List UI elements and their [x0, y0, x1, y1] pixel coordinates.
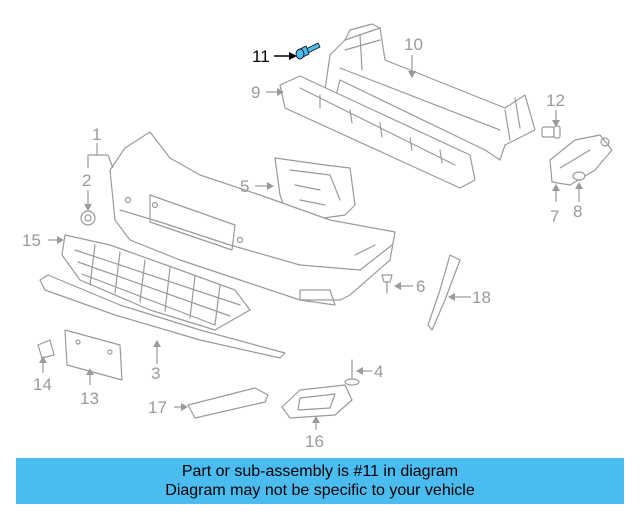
part-2-plug — [80, 210, 96, 226]
callout-15: 15 — [22, 231, 41, 250]
parts-diagram: 11 10 9 12 1 2 5 7 8 15 6 18 3 4 14 13 1… — [22, 23, 613, 451]
callout-18: 18 — [472, 288, 491, 307]
part-7-bracket — [549, 134, 613, 186]
part-5-mount-bracket — [274, 157, 356, 221]
callout-4: 4 — [374, 362, 383, 381]
part-6-push-pin — [381, 274, 393, 294]
callout-10: 10 — [404, 35, 423, 54]
callout-1: 1 — [92, 125, 101, 144]
callout-14: 14 — [33, 375, 52, 394]
banner-line-2: Diagram may not be specific to your vehi… — [165, 482, 475, 499]
callout-2: 2 — [82, 171, 91, 190]
callout-3: 3 — [151, 364, 160, 383]
part-11-bolt-highlighted — [295, 42, 321, 60]
part-4-screw — [344, 359, 360, 386]
part-18-trim-strip — [427, 254, 461, 331]
leader-lines — [39, 52, 583, 430]
callout-17: 17 — [148, 398, 167, 417]
callout-12: 12 — [546, 91, 565, 110]
callout-6: 6 — [416, 277, 425, 296]
part-8-clip — [572, 171, 586, 181]
part-14-clip — [37, 339, 55, 359]
part-16-fog-bezel — [281, 384, 353, 419]
callout-16: 16 — [305, 432, 324, 451]
callout-5: 5 — [240, 177, 249, 196]
part-15-lower-grille — [61, 234, 251, 331]
callout-7: 7 — [550, 207, 559, 226]
banner-line-1: Part or sub-assembly is #11 in diagram — [181, 463, 459, 480]
part-12-nut — [541, 125, 561, 139]
info-banner: Part or sub-assembly is #11 in diagram D… — [16, 458, 624, 504]
callout-11: 11 — [252, 47, 270, 66]
part-3-spoiler-trim — [39, 274, 286, 359]
callout-labels: 11 10 9 12 1 2 5 7 8 15 6 18 3 4 14 13 1… — [22, 35, 582, 451]
callout-9: 9 — [251, 83, 260, 102]
part-13-plate-bracket — [64, 329, 123, 381]
part-17-trim — [187, 387, 269, 419]
callout-8: 8 — [573, 202, 582, 221]
part-1-bumper-cover — [109, 131, 396, 306]
callout-13: 13 — [80, 389, 99, 408]
part-9-energy-absorber — [279, 75, 476, 189]
